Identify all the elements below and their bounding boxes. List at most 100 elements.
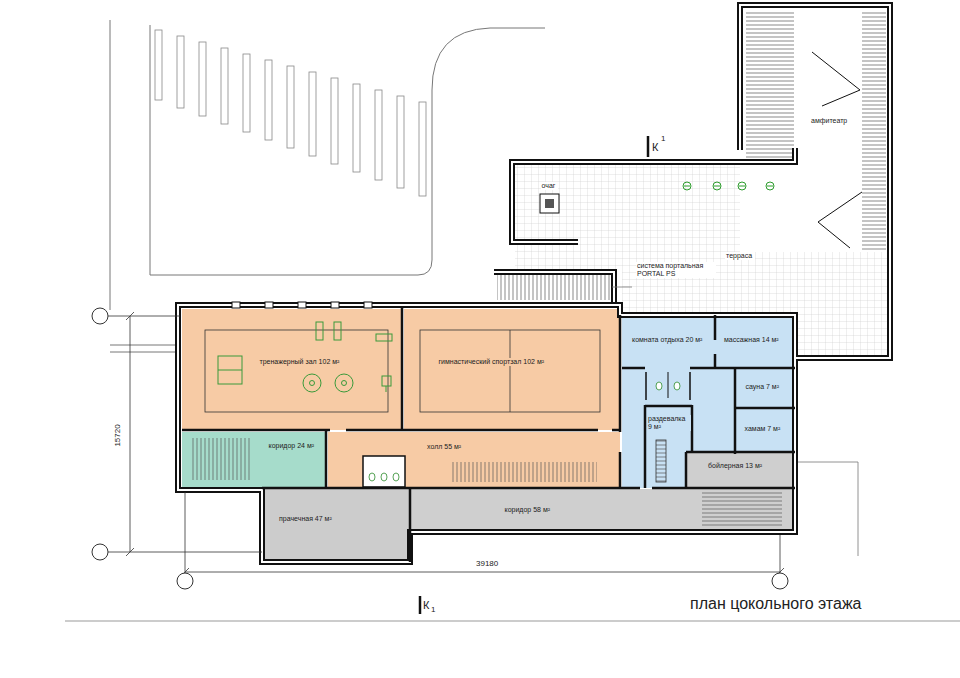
- dimension-text: 15720: [113, 422, 122, 448]
- interior-wall: [644, 405, 647, 488]
- gym-equipment: [342, 381, 347, 386]
- room-zone: бойлерная 13 м²: [688, 455, 785, 483]
- hearth-symbol: [540, 194, 559, 213]
- interior-wall: [735, 407, 795, 410]
- site-benches: [397, 96, 404, 188]
- room-label: холл 55 м²: [426, 443, 464, 451]
- amphitheatre-steps: [812, 52, 860, 106]
- interior-wall: [409, 488, 412, 562]
- plant-symbol: [684, 186, 773, 187]
- dimension-text: 39180: [475, 559, 501, 568]
- interior-wall: [622, 367, 795, 370]
- window-mark: [232, 302, 240, 308]
- section-mark: [647, 136, 650, 157]
- site-benches: [155, 30, 426, 196]
- hearth-symbol: [540, 194, 559, 213]
- interior-wall: [182, 308, 795, 562]
- interior-wall: [182, 429, 620, 432]
- site-benches: [155, 30, 162, 100]
- amphitheatre-steps: [746, 12, 794, 162]
- terrace-stairs: [497, 274, 612, 300]
- hearth-symbol: [545, 199, 554, 208]
- callout-note: система портальная PORTAL PS: [636, 262, 716, 278]
- window-mark: [331, 302, 339, 308]
- leader-line: [798, 462, 858, 556]
- room-label: сауна 7 м²: [745, 383, 782, 391]
- gym-equipment: [335, 374, 353, 392]
- gym-equipment: [386, 386, 387, 392]
- dimension-line: [108, 312, 784, 576]
- site-benches: [243, 54, 250, 132]
- site-outline: [65, 621, 960, 622]
- sanitary-fixture: [369, 382, 680, 481]
- site-benches: [419, 102, 426, 196]
- plant-symbol: [683, 182, 774, 190]
- exterior-wall-core: [740, 5, 890, 358]
- exterior-wall: [178, 5, 890, 562]
- site-outline: [110, 20, 111, 310]
- room-zone: тренажерный зал 102 м²: [182, 316, 400, 428]
- amphitheatre-steps: [862, 12, 886, 250]
- gym-equipment: [303, 374, 321, 392]
- interior-wall: [325, 430, 328, 487]
- dimension-line: [126, 312, 134, 556]
- drawing-caption: план цокольного этажа: [690, 594, 861, 613]
- room-fill: [687, 453, 795, 488]
- grid-axis-marker: [177, 573, 193, 589]
- terrace-paving: [740, 5, 890, 252]
- room-label: массажная 14 м²: [723, 336, 781, 344]
- sanitary-fixture: [393, 473, 399, 481]
- interior-stairs: [656, 440, 666, 482]
- sanitary-fixture: [656, 382, 662, 390]
- gym-equipment: [218, 370, 242, 371]
- site-benches: [177, 36, 184, 108]
- leader-line: [612, 287, 858, 556]
- exterior-wall-core: [178, 305, 795, 562]
- site-benches: [199, 42, 206, 116]
- room-label: гимнастический спортзал 102 м²: [438, 358, 547, 366]
- room-fill: [404, 309, 620, 430]
- room-label: раздевалка 9 м²: [647, 415, 691, 431]
- gym-equipment: [218, 322, 392, 392]
- room-zone: раздевалка 9 м²: [646, 409, 692, 439]
- gym-equipment: [382, 376, 391, 386]
- sanitary-fixture: [674, 382, 680, 390]
- room-fill: [264, 489, 410, 562]
- window-mark: [364, 302, 372, 308]
- section-mark: [419, 596, 422, 614]
- exterior-wall-core: [512, 148, 795, 242]
- gym-equipment: [334, 322, 341, 340]
- site-outline: [150, 25, 545, 275]
- interior-wall: [714, 315, 717, 368]
- site-benches: [331, 78, 338, 164]
- section-mark-text: 1: [430, 605, 438, 614]
- room-label: хамам 7 м²: [744, 425, 783, 433]
- exterior-wall: [178, 305, 795, 562]
- dimension-line: [181, 568, 784, 576]
- room-label: очаг: [541, 182, 558, 190]
- room-fill: [182, 309, 402, 430]
- room-zone: комната отдыха 20 м²: [622, 318, 713, 365]
- gym-equipment: [310, 381, 315, 386]
- terrace-stairs: [497, 274, 612, 300]
- exterior-wall: [740, 5, 890, 358]
- leader-line: [612, 287, 632, 288]
- gym-equipment: [218, 356, 242, 384]
- interior-stairs: [190, 438, 252, 480]
- room-fill: [363, 456, 405, 487]
- window-mark: [298, 302, 306, 308]
- exterior-wall-core: [494, 272, 614, 302]
- interior-stairs: [452, 462, 597, 482]
- room-label: коридор 24 м²: [268, 442, 317, 450]
- sanitary-fixture: [369, 473, 375, 481]
- site-benches: [353, 84, 360, 172]
- site-benches: [287, 66, 294, 148]
- interior-wall: [401, 308, 404, 430]
- interior-wall: [685, 452, 688, 488]
- amphitheatre-steps: [746, 12, 886, 250]
- room-zone: холл 55 м²: [328, 432, 617, 483]
- room-fill: [182, 432, 326, 487]
